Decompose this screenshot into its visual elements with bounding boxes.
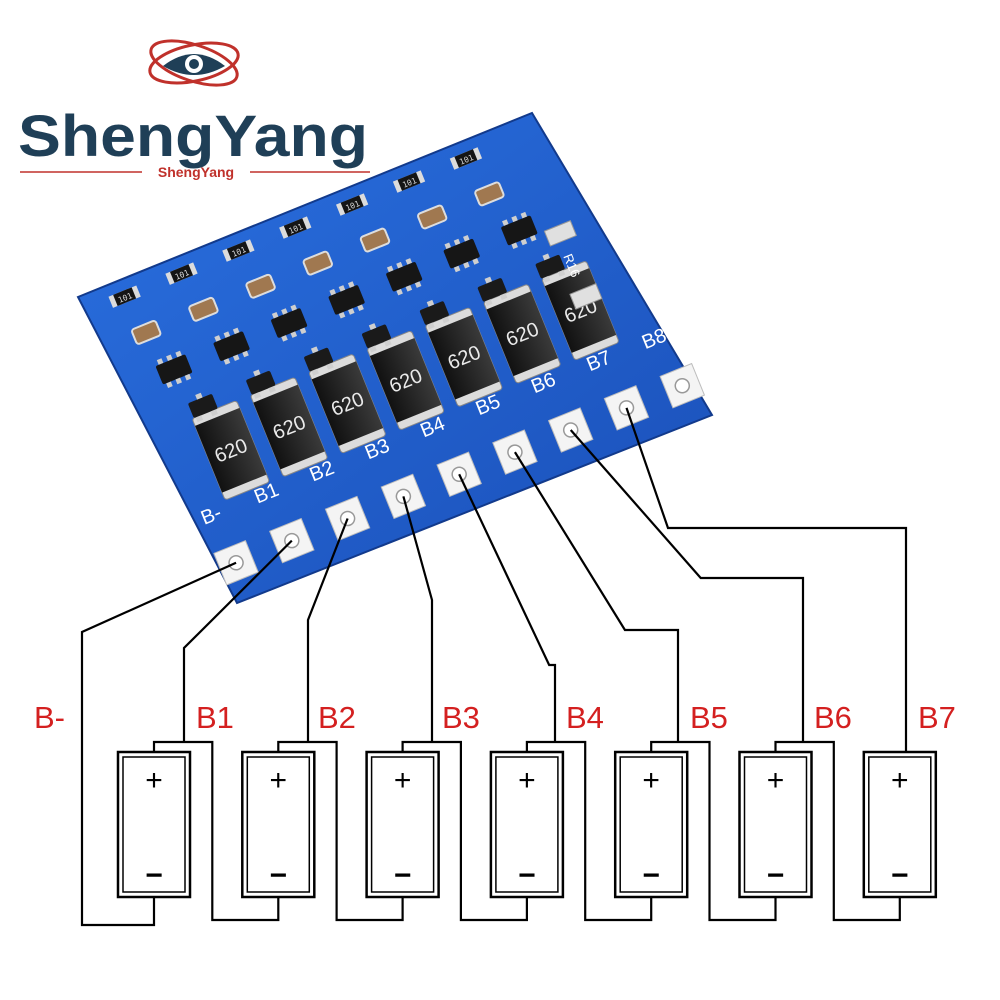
wire-tap-b7 <box>625 407 908 752</box>
ic-chip-6 <box>443 235 480 273</box>
capacitor-7 <box>474 181 505 207</box>
brand-logo: ShengYang ShengYang <box>18 39 370 180</box>
mosfet-1 <box>188 392 218 423</box>
plus-terminal-sign: + <box>767 764 785 797</box>
wire-tap-b4 <box>458 473 557 742</box>
brand-name: ShengYang <box>18 104 368 169</box>
mosfet-3 <box>304 346 334 376</box>
capacitor-3 <box>245 273 276 299</box>
plus-terminal-sign: + <box>394 764 412 797</box>
power-resistor-7: 620 <box>542 261 619 360</box>
mosfet-5 <box>419 299 450 330</box>
wire-series-link-3 <box>401 740 528 922</box>
minus-terminal-sign: − <box>394 859 412 892</box>
mosfet-6 <box>477 276 508 307</box>
wire-tap-b3 <box>402 496 434 742</box>
plus-terminal-sign: + <box>891 764 909 797</box>
battery-cell-1: +− <box>116 750 192 899</box>
battery-cells: +−+−+−+−+−+−+− <box>116 750 938 899</box>
cell-label-B3: B3 <box>442 700 480 735</box>
battery-cell-6: +− <box>738 750 813 899</box>
minus-terminal-sign: − <box>518 859 536 892</box>
solder-pad-B8 <box>659 362 706 409</box>
wire-tap-b2 <box>306 518 349 742</box>
mosfet-2 <box>246 369 276 399</box>
small-resistor-3: 101 <box>222 239 255 262</box>
power-resistor-6: 620 <box>483 284 561 384</box>
capacitor-4 <box>302 250 333 276</box>
wiring <box>80 407 908 927</box>
pcb-components: 6201016201016201016201016201016201016201… <box>108 147 619 500</box>
cell-labels: B- B1 B2 B3 B4 B5 B6 B7 <box>34 700 956 735</box>
power-resistor-1: 620 <box>192 400 270 500</box>
battery-cell-7: +− <box>862 750 938 899</box>
minus-terminal-sign: − <box>145 859 163 892</box>
wire-series-link-4 <box>525 740 653 922</box>
plus-terminal-sign: + <box>642 764 660 797</box>
battery-cell-5: +− <box>613 750 689 899</box>
power-resistor-5: 620 <box>425 307 503 407</box>
cell-label-B-: B- <box>34 700 65 735</box>
wire-b-minus <box>80 561 237 927</box>
minus-terminal-sign: − <box>891 859 909 892</box>
wire-series-link-6 <box>774 740 901 922</box>
ic-chip-2 <box>213 327 250 365</box>
minus-terminal-sign: − <box>767 859 785 892</box>
capacitor-1 <box>131 320 162 345</box>
wire-tap-b5 <box>514 451 680 742</box>
wire-tap-b1 <box>182 539 293 742</box>
plus-terminal-sign: + <box>270 764 288 797</box>
wire-series-link-5 <box>650 740 777 922</box>
minus-terminal-sign: − <box>642 859 660 892</box>
brand-subname: ShengYang <box>158 164 234 180</box>
cell-label-B4: B4 <box>566 700 604 735</box>
cell-label-B5: B5 <box>690 700 728 735</box>
capacitor-2 <box>188 296 219 322</box>
ic-chip-1 <box>156 350 193 388</box>
eye-logo-icon <box>148 39 240 87</box>
ic-chip-7 <box>501 211 538 250</box>
small-resistor-6: 101 <box>392 170 426 193</box>
power-resistor-4: 620 <box>367 331 445 430</box>
mosfet-4 <box>362 323 392 353</box>
capacitor-5 <box>359 227 391 253</box>
wire-tap-b6 <box>569 429 805 742</box>
plus-terminal-sign: + <box>145 764 163 797</box>
pcb-board: 6201016201016201016201016201016201016201… <box>76 111 714 605</box>
power-resistor-2: 620 <box>250 377 328 477</box>
cell-label-B6: B6 <box>814 700 852 735</box>
wire-series-link-2 <box>277 740 404 922</box>
wire-series-link-1 <box>152 740 280 922</box>
capacitor-6 <box>417 204 448 230</box>
cell-label-B7: B7 <box>918 700 956 735</box>
mosfet-7 <box>535 253 566 283</box>
minus-terminal-sign: − <box>270 859 288 892</box>
ic-chip-5 <box>386 258 423 296</box>
ic-chip-4 <box>328 281 365 319</box>
small-resistor-1: 101 <box>108 285 141 308</box>
battery-cell-2: +− <box>241 750 316 899</box>
ic-chip-3 <box>271 304 308 342</box>
battery-cell-3: +− <box>365 750 440 899</box>
cell-label-B2: B2 <box>318 700 356 735</box>
cell-label-B1: B1 <box>196 700 234 735</box>
battery-cell-4: +− <box>489 750 565 899</box>
plus-terminal-sign: + <box>518 764 536 797</box>
power-resistor-3: 620 <box>309 354 386 454</box>
